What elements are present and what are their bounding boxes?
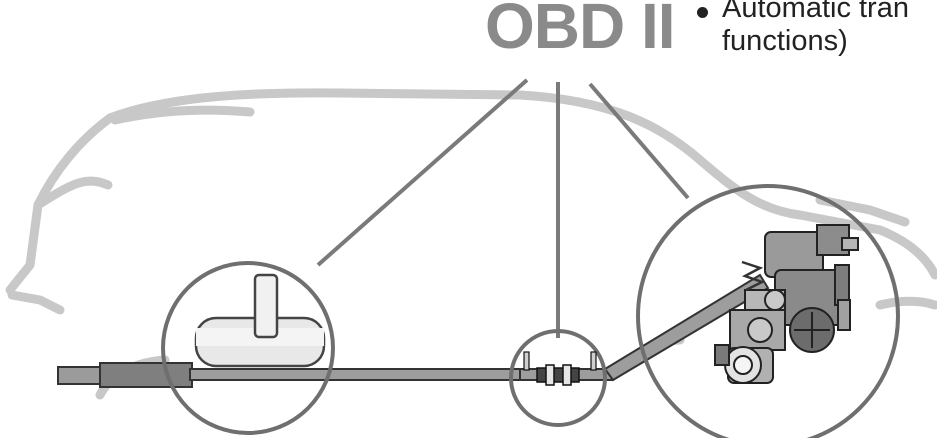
engine-block — [714, 224, 859, 384]
engine-callout — [636, 184, 900, 438]
car-body-outline — [5, 88, 937, 400]
catalytic-converter-callout — [161, 261, 335, 435]
callout-lines — [316, 78, 690, 338]
sensor-post — [253, 273, 279, 339]
obd-title: OBD II — [485, 0, 676, 62]
bullet-text: Automatic tran functions) — [722, 0, 909, 58]
bullet-line-2: functions) — [722, 25, 848, 57]
bullet-line-1: Automatic tran — [722, 0, 909, 24]
bullet-dot-icon — [697, 7, 708, 18]
oxygen-sensor-callout — [509, 329, 607, 427]
